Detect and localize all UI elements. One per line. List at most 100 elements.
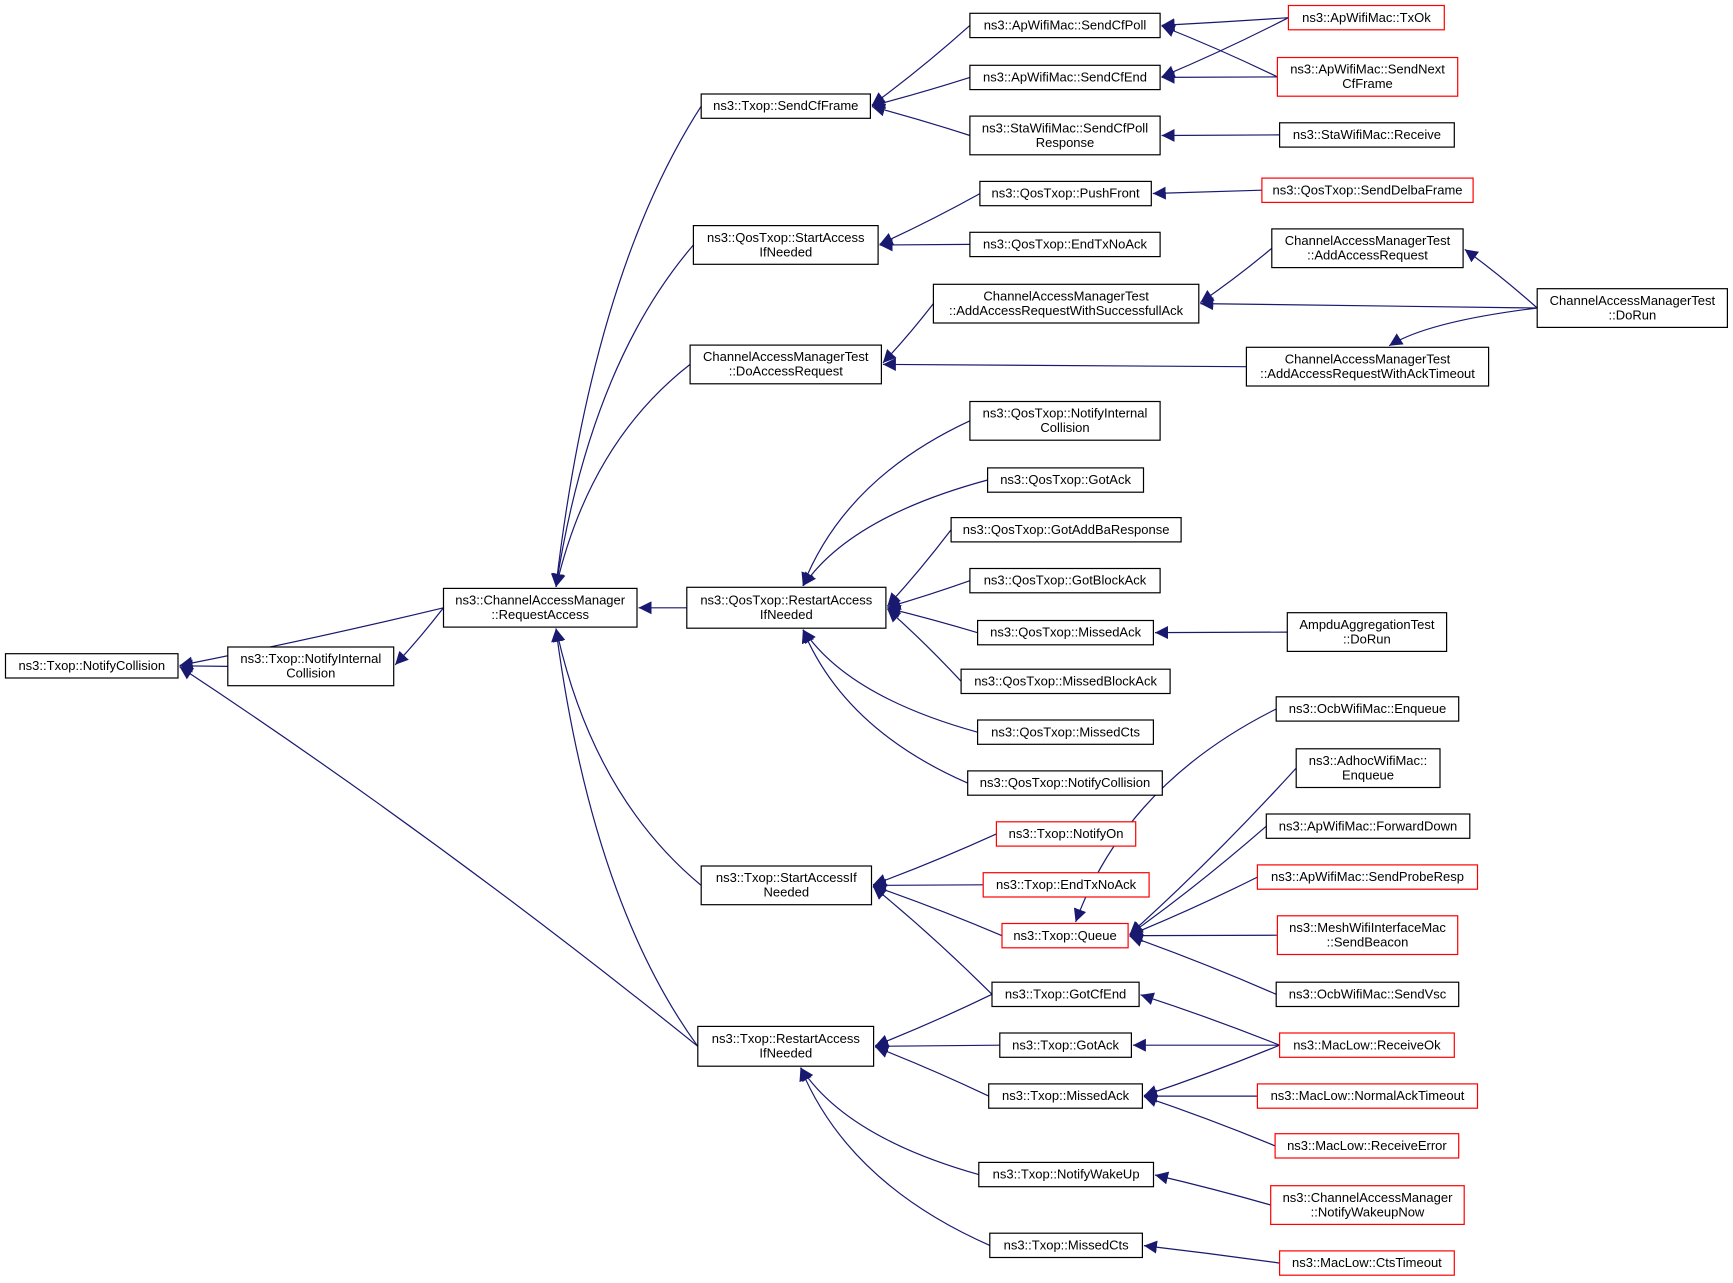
node-qos-missed-cts[interactable]: ns3::QosTxop::MissedCts	[976, 719, 1154, 745]
node-box	[1278, 1032, 1455, 1058]
node-label: ns3::QosTxop::GotBlockAck	[984, 573, 1147, 588]
edge-ap-send-cf-end-to-txop-send-cf-frame	[871, 76, 971, 109]
edge-cam-request-access-to-txop-notify-internal-collision	[394, 607, 444, 666]
node-qos-send-delba-frame[interactable]: ns3::QosTxop::SendDelbaFrame	[1261, 177, 1474, 204]
node-label: ns3::Txop::GotCfEnd	[1005, 986, 1126, 1001]
node-box	[969, 567, 1161, 594]
node-txop-notify-on[interactable]: ns3::Txop::NotifyOn	[995, 821, 1137, 847]
node-label: ::NotifyWakeupNow	[1311, 1204, 1425, 1219]
node-ap-tx-ok[interactable]: ns3::ApWifiMac::TxOk	[1287, 4, 1445, 31]
node-label: AmpduAggregationTest	[1299, 617, 1435, 632]
node-box	[932, 283, 1200, 324]
edge-cam-request-access-to-notify-collision	[179, 607, 444, 670]
node-label: ns3::Txop::MissedCts	[1004, 1238, 1129, 1253]
node-label: Enqueue	[1342, 768, 1394, 783]
node-box	[697, 1025, 875, 1067]
node-label: ns3::QosTxop::PushFront	[992, 186, 1141, 201]
node-maclow-cts-timeout[interactable]: ns3::MacLow::CtsTimeout	[1278, 1250, 1455, 1276]
node-qos-push-front[interactable]: ns3::QosTxop::PushFront	[979, 180, 1152, 207]
node-ocb-enqueue[interactable]: ns3::OcbWifiMac::Enqueue	[1275, 696, 1460, 722]
node-box	[950, 516, 1182, 543]
node-camtest-add-access-request-successful-ack[interactable]: ChannelAccessManagerTest::AddAccessReque…	[932, 283, 1200, 324]
node-label: ns3::ApWifiMac::ForwardDown	[1279, 818, 1457, 833]
node-qos-missed-block-ack[interactable]: ns3::QosTxop::MissedBlockAck	[960, 668, 1171, 695]
node-label: ns3::ApWifiMac::SendCfPoll	[984, 18, 1147, 33]
edge-txop-end-tx-no-ack-to-txop-start-access	[872, 878, 984, 892]
node-box	[700, 93, 872, 119]
node-mesh-send-beacon[interactable]: ns3::MeshWifiInterfaceMac::SendBeacon	[1276, 915, 1459, 956]
node-qos-got-ack[interactable]: ns3::QosTxop::GotAck	[986, 467, 1145, 493]
node-label: ns3::Txop::MissedAck	[1002, 1088, 1130, 1103]
node-txop-got-ack[interactable]: ns3::Txop::GotAck	[999, 1032, 1132, 1058]
node-camtest-add-access-request-ack-timeout[interactable]: ChannelAccessManagerTest::AddAccessReque…	[1245, 346, 1490, 387]
node-qos-notify-collision[interactable]: ns3::QosTxop::NotifyCollision	[967, 770, 1163, 796]
node-ap-forward-down[interactable]: ns3::ApWifiMac::ForwardDown	[1265, 813, 1471, 839]
node-box	[1261, 177, 1474, 204]
node-adhoc-enqueue[interactable]: ns3::AdhocWifiMac::Enqueue	[1295, 748, 1441, 789]
node-label: ::SendBeacon	[1327, 935, 1409, 950]
node-label: ns3::StaWifiMac::Receive	[1293, 127, 1441, 142]
edge-qos-missed-ack-to-qos-restart-access	[887, 604, 978, 634]
edge-txop-got-cf-end-to-txop-restart-access	[874, 993, 993, 1047]
node-ampdu-aggregation-test-do-run[interactable]: AmpduAggregationTest::DoRun	[1286, 612, 1448, 653]
node-txop-notify-wake-up[interactable]: ns3::Txop::NotifyWakeUp	[978, 1161, 1155, 1188]
node-maclow-receive-ok[interactable]: ns3::MacLow::ReceiveOk	[1278, 1032, 1455, 1058]
node-sta-receive[interactable]: ns3::StaWifiMac::Receive	[1278, 122, 1455, 148]
node-cam-request-access[interactable]: ns3::ChannelAccessManager::RequestAccess	[442, 587, 638, 628]
node-label: ns3::OcbWifiMac::SendVsc	[1289, 986, 1447, 1001]
node-camtest-do-run[interactable]: ChannelAccessManagerTest::DoRun	[1536, 288, 1728, 329]
edge-txop-notify-internal-collision-to-notify-collision	[179, 659, 228, 673]
edge-qos-start-access-to-cam-request-access	[551, 244, 694, 587]
node-box	[979, 180, 1152, 207]
node-txop-end-tx-no-ack[interactable]: ns3::Txop::EndTxNoAck	[982, 872, 1150, 898]
edge-ap-forward-down-to-txop-queue	[1129, 825, 1267, 936]
node-txop-missed-cts[interactable]: ns3::Txop::MissedCts	[989, 1232, 1143, 1259]
node-maclow-receive-error[interactable]: ns3::MacLow::ReceiveError	[1274, 1133, 1460, 1159]
node-ocb-send-vsc[interactable]: ns3::OcbWifiMac::SendVsc	[1275, 981, 1460, 1008]
edge-txop-start-access-to-cam-request-access	[552, 628, 702, 886]
node-camtest-add-access-request[interactable]: ChannelAccessManagerTest::AddAccessReque…	[1271, 228, 1464, 269]
node-box	[227, 646, 395, 687]
node-cam-notify-wakeup-now[interactable]: ns3::ChannelAccessManager::NotifyWakeupN…	[1270, 1185, 1465, 1225]
node-label: ns3::QosTxop::MissedCts	[991, 724, 1140, 739]
node-ap-send-cf-end[interactable]: ns3::ApWifiMac::SendCfEnd	[969, 64, 1161, 91]
edge-txop-got-ack-to-txop-restart-access	[875, 1039, 1000, 1053]
node-label: ns3::ApWifiMac::TxOk	[1302, 10, 1431, 25]
node-label: IfNeeded	[759, 1046, 812, 1061]
node-label: ns3::QosTxop::GotAck	[1000, 472, 1131, 487]
node-txop-send-cf-frame[interactable]: ns3::Txop::SendCfFrame	[700, 93, 872, 119]
node-maclow-normal-ack-timeout[interactable]: ns3::MacLow::NormalAckTimeout	[1256, 1083, 1479, 1109]
node-qos-missed-ack[interactable]: ns3::QosTxop::MissedAck	[976, 619, 1154, 646]
node-label: ns3::MacLow::ReceiveOk	[1293, 1037, 1441, 1052]
node-label: ns3::QosTxop::StartAccess	[707, 230, 865, 245]
node-camtest-do-access-request[interactable]: ChannelAccessManagerTest::DoAccessReques…	[689, 344, 882, 385]
node-qos-got-block-ack[interactable]: ns3::QosTxop::GotBlockAck	[969, 567, 1161, 594]
node-txop-got-cf-end[interactable]: ns3::Txop::GotCfEnd	[991, 981, 1140, 1008]
edge-txop-restart-access-to-notify-collision	[179, 666, 699, 1047]
edge-ap-send-next-cf-frame-to-ap-send-cf-poll	[1161, 24, 1278, 78]
node-box	[1256, 1083, 1479, 1109]
node-ap-send-probe-resp[interactable]: ns3::ApWifiMac::SendProbeResp	[1256, 864, 1479, 890]
edge-camtest-do-run-to-camtest-add-access-request-ack-timeout	[1388, 307, 1538, 347]
node-ap-send-cf-poll[interactable]: ns3::ApWifiMac::SendCfPoll	[969, 12, 1161, 39]
node-box	[995, 821, 1137, 847]
node-txop-missed-ack[interactable]: ns3::Txop::MissedAck	[988, 1083, 1144, 1109]
node-label: ns3::Txop::StartAccessIf	[716, 870, 857, 885]
node-label: ::RequestAccess	[491, 607, 589, 622]
edge-ap-send-probe-resp-to-txop-queue	[1129, 876, 1258, 937]
node-txop-queue[interactable]: ns3::Txop::Queue	[1001, 922, 1129, 949]
node-qos-end-tx-no-ack[interactable]: ns3::QosTxop::EndTxNoAck	[969, 231, 1161, 258]
node-box	[988, 1083, 1144, 1109]
node-qos-got-add-ba-response[interactable]: ns3::QosTxop::GotAddBaResponse	[950, 516, 1182, 543]
edge-txop-restart-access-to-cam-request-access	[551, 628, 699, 1047]
edge-ap-send-next-cf-frame-to-ap-send-cf-end	[1161, 70, 1278, 84]
